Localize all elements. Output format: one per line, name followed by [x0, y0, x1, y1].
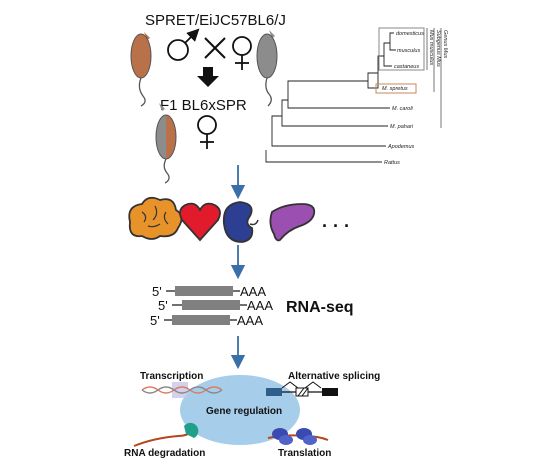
dna-helix-icon — [141, 382, 223, 398]
tree-branch-rattus — [265, 150, 382, 163]
spret-mouse-icon — [130, 32, 152, 107]
read-3-five-prime: 5' — [150, 313, 160, 328]
gene-regulation-label: Gene regulation — [206, 406, 282, 417]
group-mus-musculus: Mus musculus — [428, 30, 434, 65]
strain-c57-label: C57BL6/J — [220, 12, 286, 29]
phylogenetic-tree — [271, 32, 396, 147]
read-2-five-prime: 5' — [158, 298, 168, 313]
splicing-icon — [266, 381, 338, 397]
f1-mouse-icon — [155, 103, 177, 184]
translation-label: Translation — [278, 448, 331, 459]
group-genus-mus: Genus Mus — [442, 30, 448, 58]
rna-degradation-label: RNA degradation — [124, 448, 205, 459]
rnaseq-label: RNA-seq — [286, 299, 354, 316]
read-3-poly-a: AAA — [237, 313, 263, 328]
alternative-splicing-label: Alternative splicing — [288, 371, 380, 382]
ribosome-icon — [267, 428, 329, 445]
tissues-ellipsis: · · · — [322, 216, 350, 236]
heart-icon — [179, 202, 221, 242]
cross-icon — [204, 37, 226, 59]
read-1-five-prime: 5' — [152, 284, 162, 299]
f1-female-symbol-icon — [197, 115, 217, 149]
brain-icon — [128, 196, 183, 240]
group-subgenus-mus: Subgenus Mus — [435, 30, 441, 67]
kidney-icon — [222, 201, 259, 243]
cross-down-arrow — [197, 67, 219, 87]
rnaseq-reads: 5' AAA 5' AAA 5' AAA — [150, 284, 273, 328]
tree-leaf-pahari: M. pahari — [390, 124, 414, 130]
tree-leaf-caroli: M. caroli — [392, 106, 414, 112]
read-2-bar — [182, 300, 240, 310]
tree-leaf-spretus: M. spretus — [382, 86, 408, 92]
tree-leaf-castaneus: castaneus — [394, 64, 419, 70]
read-3-bar — [172, 315, 230, 325]
read-2-poly-a: AAA — [247, 298, 273, 313]
tree-leaf-rattus: Rattus — [384, 160, 400, 166]
male-symbol-icon — [167, 28, 200, 61]
liver-icon — [269, 203, 316, 242]
mus-musculus-box — [378, 27, 425, 71]
read-1-bar — [175, 286, 233, 296]
female-symbol-icon — [232, 36, 252, 70]
strain-spret-label: SPRET/EiJ — [145, 12, 220, 29]
c57-mouse-icon — [256, 30, 278, 107]
transcription-label: Transcription — [140, 371, 203, 382]
tree-leaf-domesticus: domesticus — [396, 31, 424, 37]
spretus-highlight-box — [375, 83, 417, 94]
rna-degradation-icon — [133, 422, 199, 447]
read-1-poly-a: AAA — [240, 284, 266, 299]
tree-leaf-apodemus: Apodemus — [387, 144, 415, 150]
f1-label: F1 BL6xSPR — [160, 97, 247, 114]
tree-leaf-musculus: musculus — [397, 48, 420, 54]
